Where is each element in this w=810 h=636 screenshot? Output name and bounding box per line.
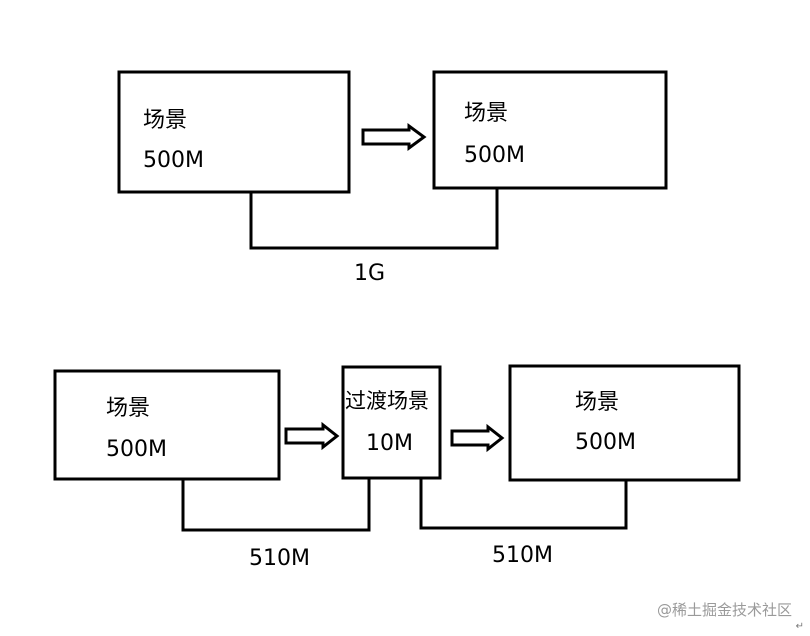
bottom-scene-a-size: 500M: [106, 437, 167, 462]
top-total-label: 1G: [354, 261, 386, 286]
transition-scene-name: 过渡场景: [345, 389, 429, 413]
transition-scene-size: 10M: [366, 431, 413, 456]
top-arrow-icon: [361, 123, 427, 151]
bottom-arrow-right-icon: [450, 423, 505, 453]
bottom-arrow-left-icon: [284, 421, 340, 451]
bottom-left-total-label: 510M: [249, 546, 310, 571]
top-scene-b-size: 500M: [464, 143, 525, 168]
bottom-scene-b-box: [508, 364, 741, 482]
top-scene-a-box: [117, 70, 351, 194]
top-scene-b-name: 场景: [464, 101, 509, 126]
top-scene-a-size: 500M: [143, 148, 204, 173]
transition-scene-box: [341, 365, 442, 480]
bottom-scene-b-size: 500M: [575, 430, 636, 455]
top-scene-b-box: [432, 70, 668, 190]
bottom-scene-a-box: [53, 369, 281, 481]
return-mark-icon: ↵: [795, 621, 804, 632]
top-bracket-connector: [249, 188, 499, 250]
bottom-scene-a-name: 场景: [106, 396, 151, 421]
site-watermark: @稀土掘金技术社区: [656, 601, 792, 619]
top-scene-a-name: 场景: [143, 108, 188, 133]
bottom-scene-b-name: 场景: [575, 390, 620, 415]
bottom-left-bracket-connector: [181, 478, 371, 532]
bottom-right-total-label: 510M: [492, 543, 553, 568]
bottom-right-bracket-connector: [419, 478, 628, 530]
